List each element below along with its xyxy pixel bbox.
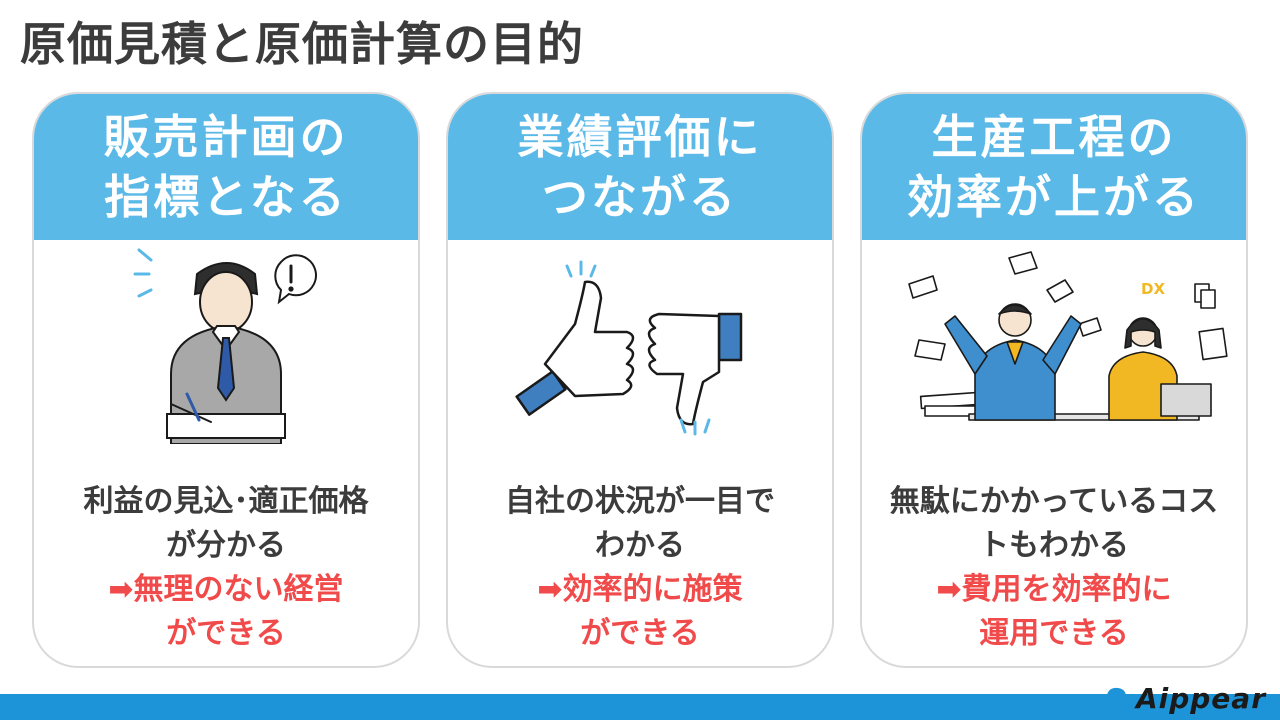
card-header: 販売計画の 指標となる [34, 94, 418, 240]
svg-text:DX: DX [1141, 280, 1165, 298]
footer-bar [0, 694, 1280, 720]
result-line: ができる [166, 616, 286, 651]
description-line: わかる [595, 528, 685, 563]
card-header-line: つながる [542, 170, 738, 224]
purpose-card-production: 生産工程の 効率が上がる DX 無 [860, 92, 1248, 668]
card-header-line: 効率が上がる [907, 170, 1201, 224]
description-line: 利益の見込･適正価格 [83, 484, 369, 519]
description-line: トもわかる [979, 528, 1129, 563]
result-line: 運用できる [979, 616, 1129, 651]
result-line: ➡無理のない経営 [108, 572, 344, 607]
businessman-thinking-icon [133, 248, 317, 444]
card-header: 生産工程の 効率が上がる [862, 94, 1246, 240]
thumbs-up-down-icon [515, 260, 743, 436]
result-line: ができる [580, 616, 700, 651]
card-header-line: 生産工程の [931, 110, 1177, 164]
card-header-line: 業績評価に [517, 110, 763, 164]
card-header-line: 販売計画の [103, 110, 349, 164]
card-description: 利益の見込･適正価格 が分かる ➡無理のない経営 ができる [34, 480, 418, 656]
cloud-logo-icon [1098, 687, 1132, 708]
brand-logo-text: Aippear [1135, 681, 1266, 715]
purpose-card-sales-plan: 販売計画の 指標となる 利益の見込･適正価格 が分かる ➡無理のない経営 ができ… [32, 92, 420, 668]
card-header-line: 指標となる [104, 170, 348, 224]
brand-logo: Aippear [1098, 676, 1266, 720]
description-line: 自社の状況が一目で [505, 484, 775, 519]
description-line: が分かる [166, 528, 286, 563]
purpose-card-performance: 業績評価に つながる 自社の状況が一目で わかる ➡効率的に施策 ができる [446, 92, 834, 668]
dx-office-workers-icon: DX [908, 251, 1228, 421]
card-description: 自社の状況が一目で わかる ➡効率的に施策 ができる [448, 480, 832, 656]
page-title: 原価見積と原価計算の目的 [20, 17, 584, 71]
card-header: 業績評価に つながる [448, 94, 832, 240]
result-line: ➡効率的に施策 [537, 572, 743, 607]
card-description: 無駄にかかっているコス トもわかる ➡費用を効率的に 運用できる [862, 480, 1246, 656]
description-line: 無駄にかかっているコス [889, 484, 1219, 519]
result-line: ➡費用を効率的に [936, 572, 1172, 607]
